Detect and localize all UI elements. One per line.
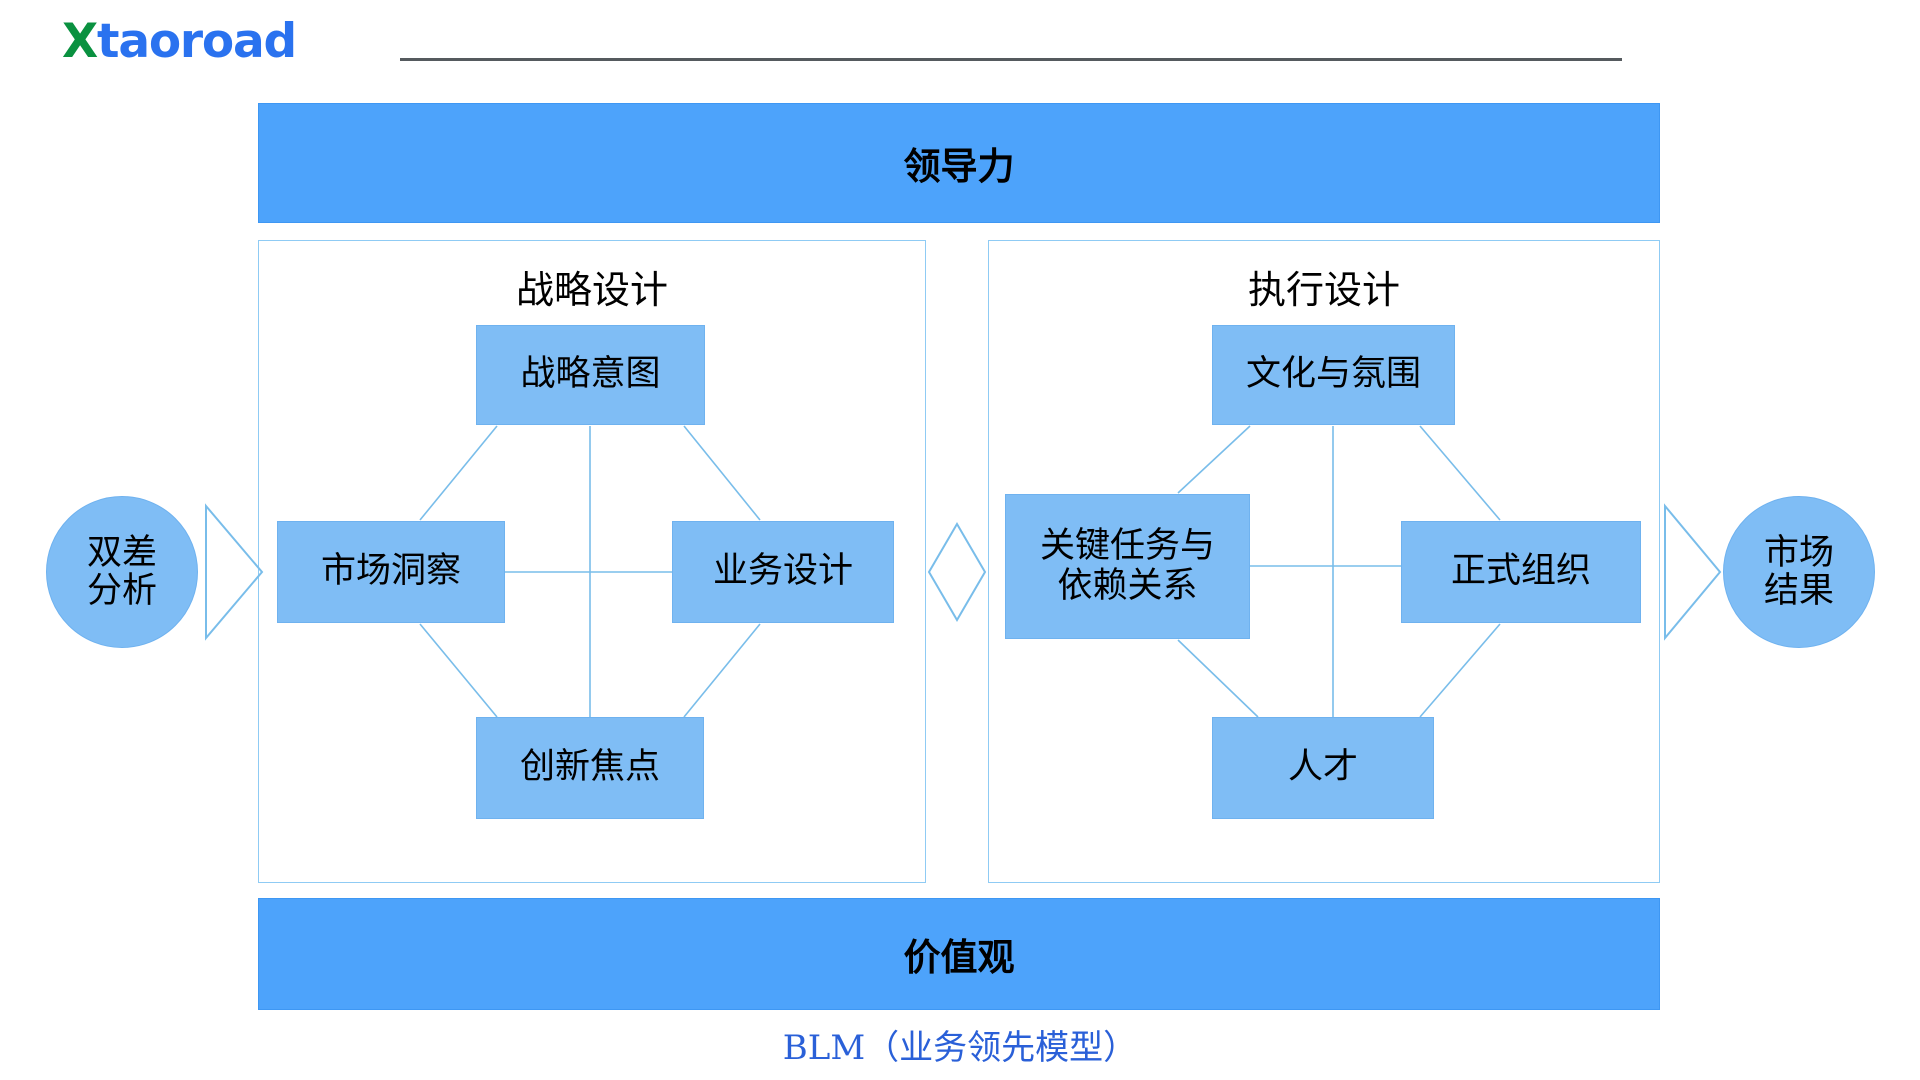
node-key-tasks-line2: 依赖关系 xyxy=(1057,565,1198,606)
left-flow-arrow-icon xyxy=(205,503,264,641)
logo-letter-x: X xyxy=(62,14,98,69)
header-divider-rule xyxy=(400,58,1622,61)
values-band: 价值观 xyxy=(258,898,1660,1010)
node-formal-organization-label: 正式组织 xyxy=(1450,551,1591,592)
leadership-band: 领导力 xyxy=(258,103,1660,223)
logo-wordmark: taoroad xyxy=(97,14,297,69)
node-innovation-focus-label: 创新焦点 xyxy=(519,747,660,788)
input-dual-gap-analysis-line1: 双差 xyxy=(86,532,157,573)
strategy-design-title: 战略设计 xyxy=(515,268,668,312)
brand-header: Xtaoroad xyxy=(0,0,1920,92)
node-talent-label: 人才 xyxy=(1287,747,1358,788)
center-diamond-icon xyxy=(927,522,987,622)
node-strategic-intent[interactable]: 战略意图 xyxy=(476,325,705,425)
values-label: 价值观 xyxy=(903,936,1015,979)
node-formal-organization[interactable]: 正式组织 xyxy=(1401,521,1641,623)
node-key-tasks-line1: 关键任务与 xyxy=(1039,526,1215,567)
node-key-tasks-and-dependencies[interactable]: 关键任务与 依赖关系 xyxy=(1005,494,1250,639)
output-market-results-line2: 结果 xyxy=(1763,571,1834,611)
output-market-results[interactable]: 市场 结果 xyxy=(1723,496,1875,648)
output-market-results-line1: 市场 xyxy=(1763,532,1834,573)
right-flow-arrow-icon xyxy=(1664,503,1722,641)
node-culture-and-atmosphere-label: 文化与氛围 xyxy=(1245,354,1421,395)
node-market-insight-label: 市场洞察 xyxy=(320,551,461,592)
execution-design-title: 执行设计 xyxy=(1247,268,1400,312)
brand-logo: Xtaoroad xyxy=(62,14,297,69)
node-innovation-focus[interactable]: 创新焦点 xyxy=(476,717,704,819)
input-dual-gap-analysis[interactable]: 双差 分析 xyxy=(46,496,198,648)
node-market-insight[interactable]: 市场洞察 xyxy=(277,521,505,623)
node-business-design[interactable]: 业务设计 xyxy=(672,521,894,623)
node-strategic-intent-label: 战略意图 xyxy=(520,354,661,395)
node-business-design-label: 业务设计 xyxy=(712,551,853,592)
input-dual-gap-analysis-line2: 分析 xyxy=(86,571,157,611)
node-talent[interactable]: 人才 xyxy=(1212,717,1434,819)
diagram-caption: BLM（业务领先模型） xyxy=(782,1028,1138,1068)
leadership-label: 领导力 xyxy=(903,145,1015,188)
node-culture-and-atmosphere[interactable]: 文化与氛围 xyxy=(1212,325,1455,425)
